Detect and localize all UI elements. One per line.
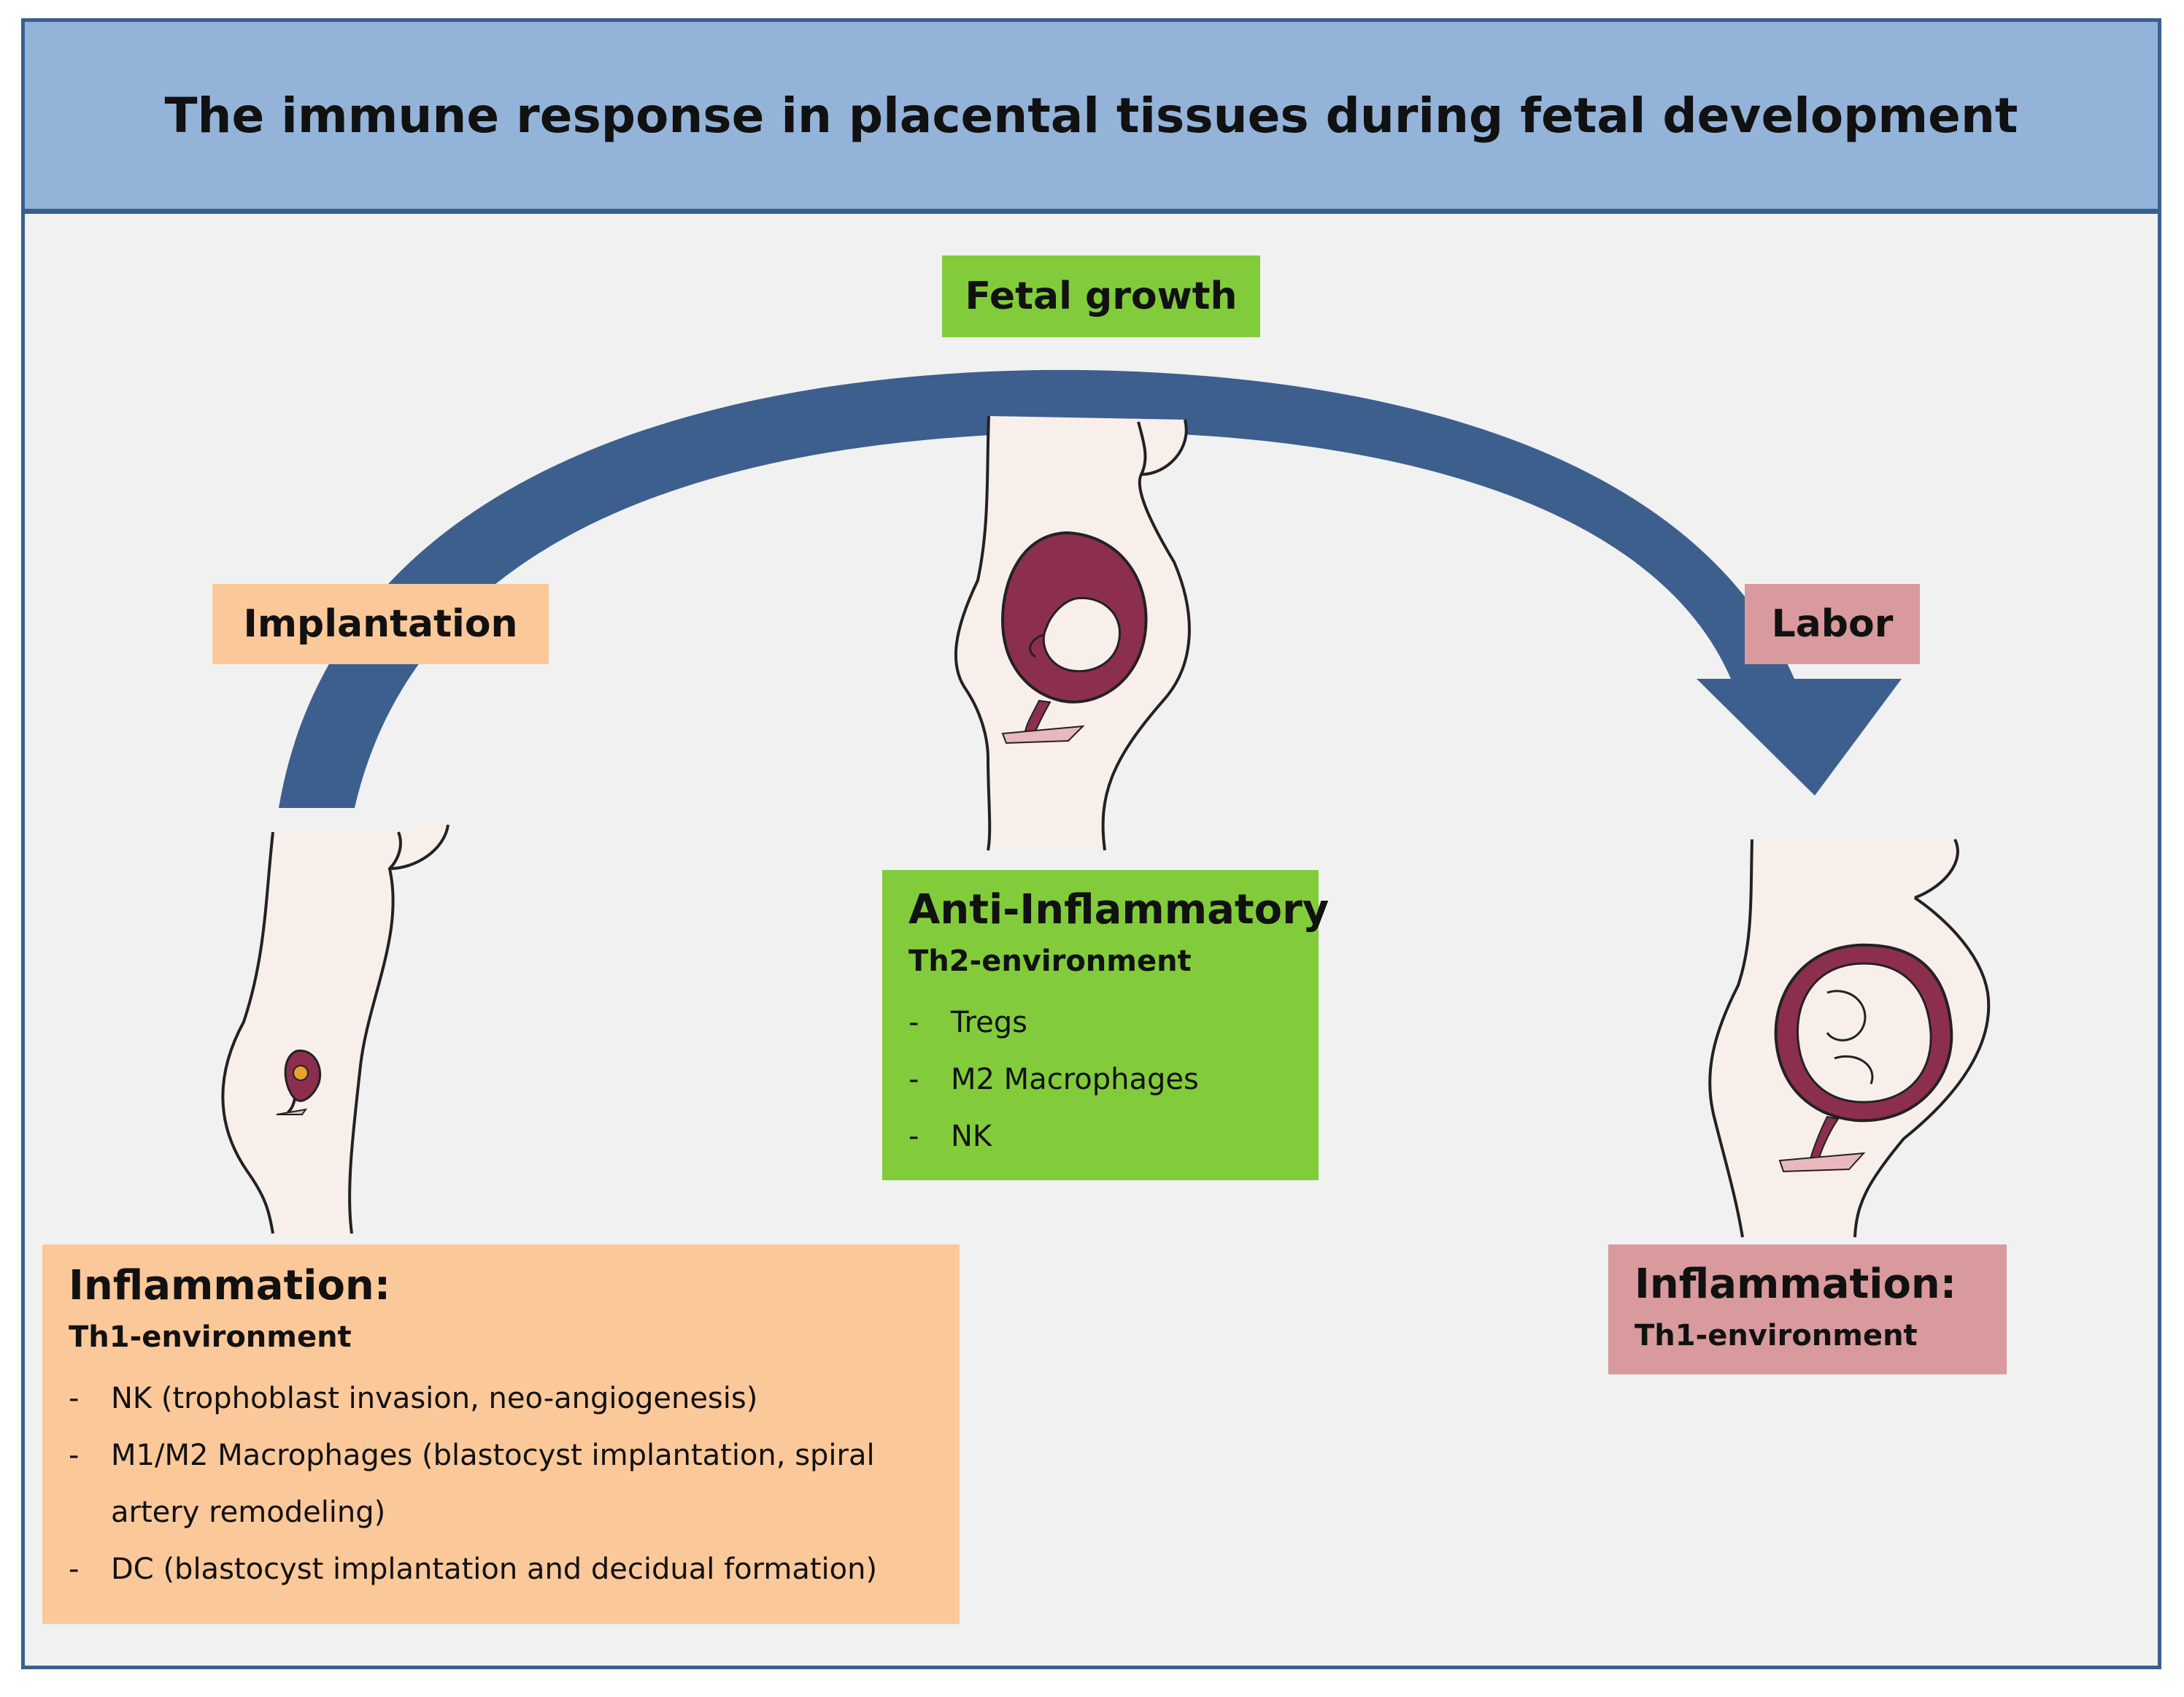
labor-inflammation-box: Inflammation: Th1-environment <box>1608 1244 2007 1374</box>
anti-inflammatory-box: Anti-Inflammatory Th2-environment -Tregs… <box>882 870 1330 1180</box>
list-item: -M2 Macrophages <box>908 1062 1199 1096</box>
title-banner: The immune response in placental tissues… <box>25 22 2158 214</box>
inflammation-list: -NK (trophoblast invasion, neo-angiogene… <box>69 1370 900 1598</box>
th1-environment-label: Th1-environment <box>1635 1318 1918 1352</box>
list-item: -DC (blastocyst implantation and decidua… <box>69 1552 878 1586</box>
diagram-frame: The immune response in placental tissues… <box>21 18 2161 1669</box>
stage-label-implantation: Implantation <box>212 584 549 664</box>
th1-environment-label: Th1-environment <box>69 1320 352 1354</box>
fetal-growth-figure <box>954 415 1191 851</box>
list-item: -NK (trophoblast invasion, neo-angiogene… <box>69 1381 758 1415</box>
implantation-figure <box>221 820 449 1234</box>
stage-label-fetal-growth: Fetal growth <box>942 255 1260 337</box>
inflammation-heading: Inflammation: <box>69 1262 391 1309</box>
implantation-inflammation-box: Inflammation: Th1-environment -NK (troph… <box>42 1244 960 1624</box>
th2-environment-label: Th2-environment <box>908 944 1192 978</box>
list-item: -M1/M2 Macrophages (blastocyst implantat… <box>69 1438 875 1529</box>
anti-inflammatory-heading: Anti-Inflammatory <box>908 886 1330 934</box>
diagram-title: The immune response in placental tissues… <box>164 87 2018 144</box>
anti-inflammatory-list: -Tregs -M2 Macrophages -NK <box>908 994 1319 1165</box>
list-item: -NK <box>908 1119 992 1153</box>
progression-arrow <box>279 369 1902 808</box>
diagram-artwork <box>221 369 1991 1238</box>
list-item: -Tregs <box>908 1005 1027 1039</box>
labor-figure <box>1708 839 1991 1238</box>
stage-label-labor: Labor <box>1745 584 1920 664</box>
inflammation-heading: Inflammation: <box>1635 1261 1957 1308</box>
